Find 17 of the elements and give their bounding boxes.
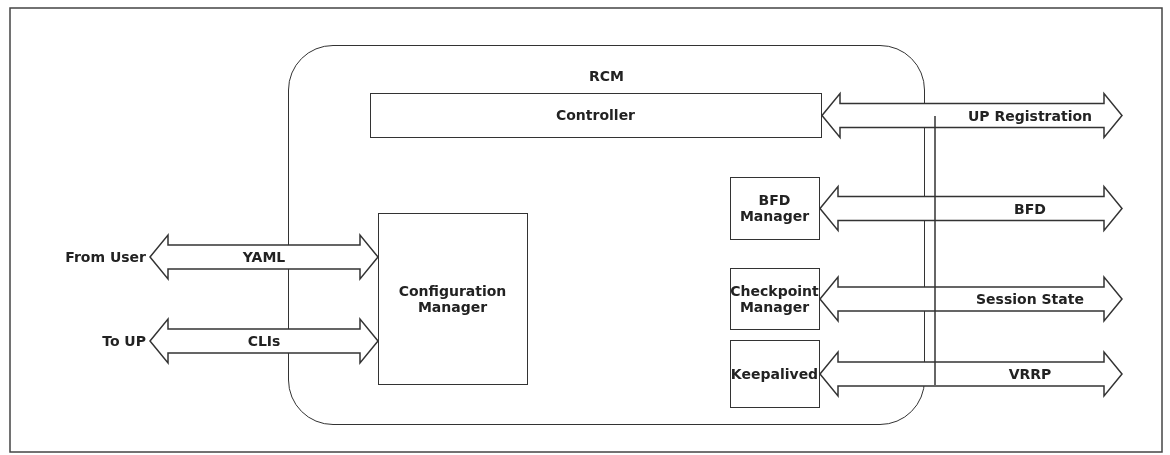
group-title: RCM <box>589 68 624 84</box>
double-arrow <box>149 232 379 282</box>
container-box <box>288 45 925 425</box>
edge-label: Session State <box>974 291 1086 307</box>
double-arrow <box>819 349 1123 399</box>
process-box: Checkpoint Manager <box>729 267 820 330</box>
double-arrow <box>149 316 379 366</box>
double-arrow <box>819 184 1123 233</box>
process-box: BFD Manager <box>729 176 820 240</box>
process-box: Keepalived <box>729 339 820 408</box>
process-box: Controller <box>369 92 822 138</box>
edge-label: CLIs <box>245 333 283 349</box>
edge-label: YAML <box>240 249 288 265</box>
source-label: To UP <box>20 327 150 355</box>
process-box: Configuration Manager <box>377 212 528 385</box>
source-label: From User <box>20 243 150 271</box>
edge-label: VRRP <box>1006 366 1054 382</box>
